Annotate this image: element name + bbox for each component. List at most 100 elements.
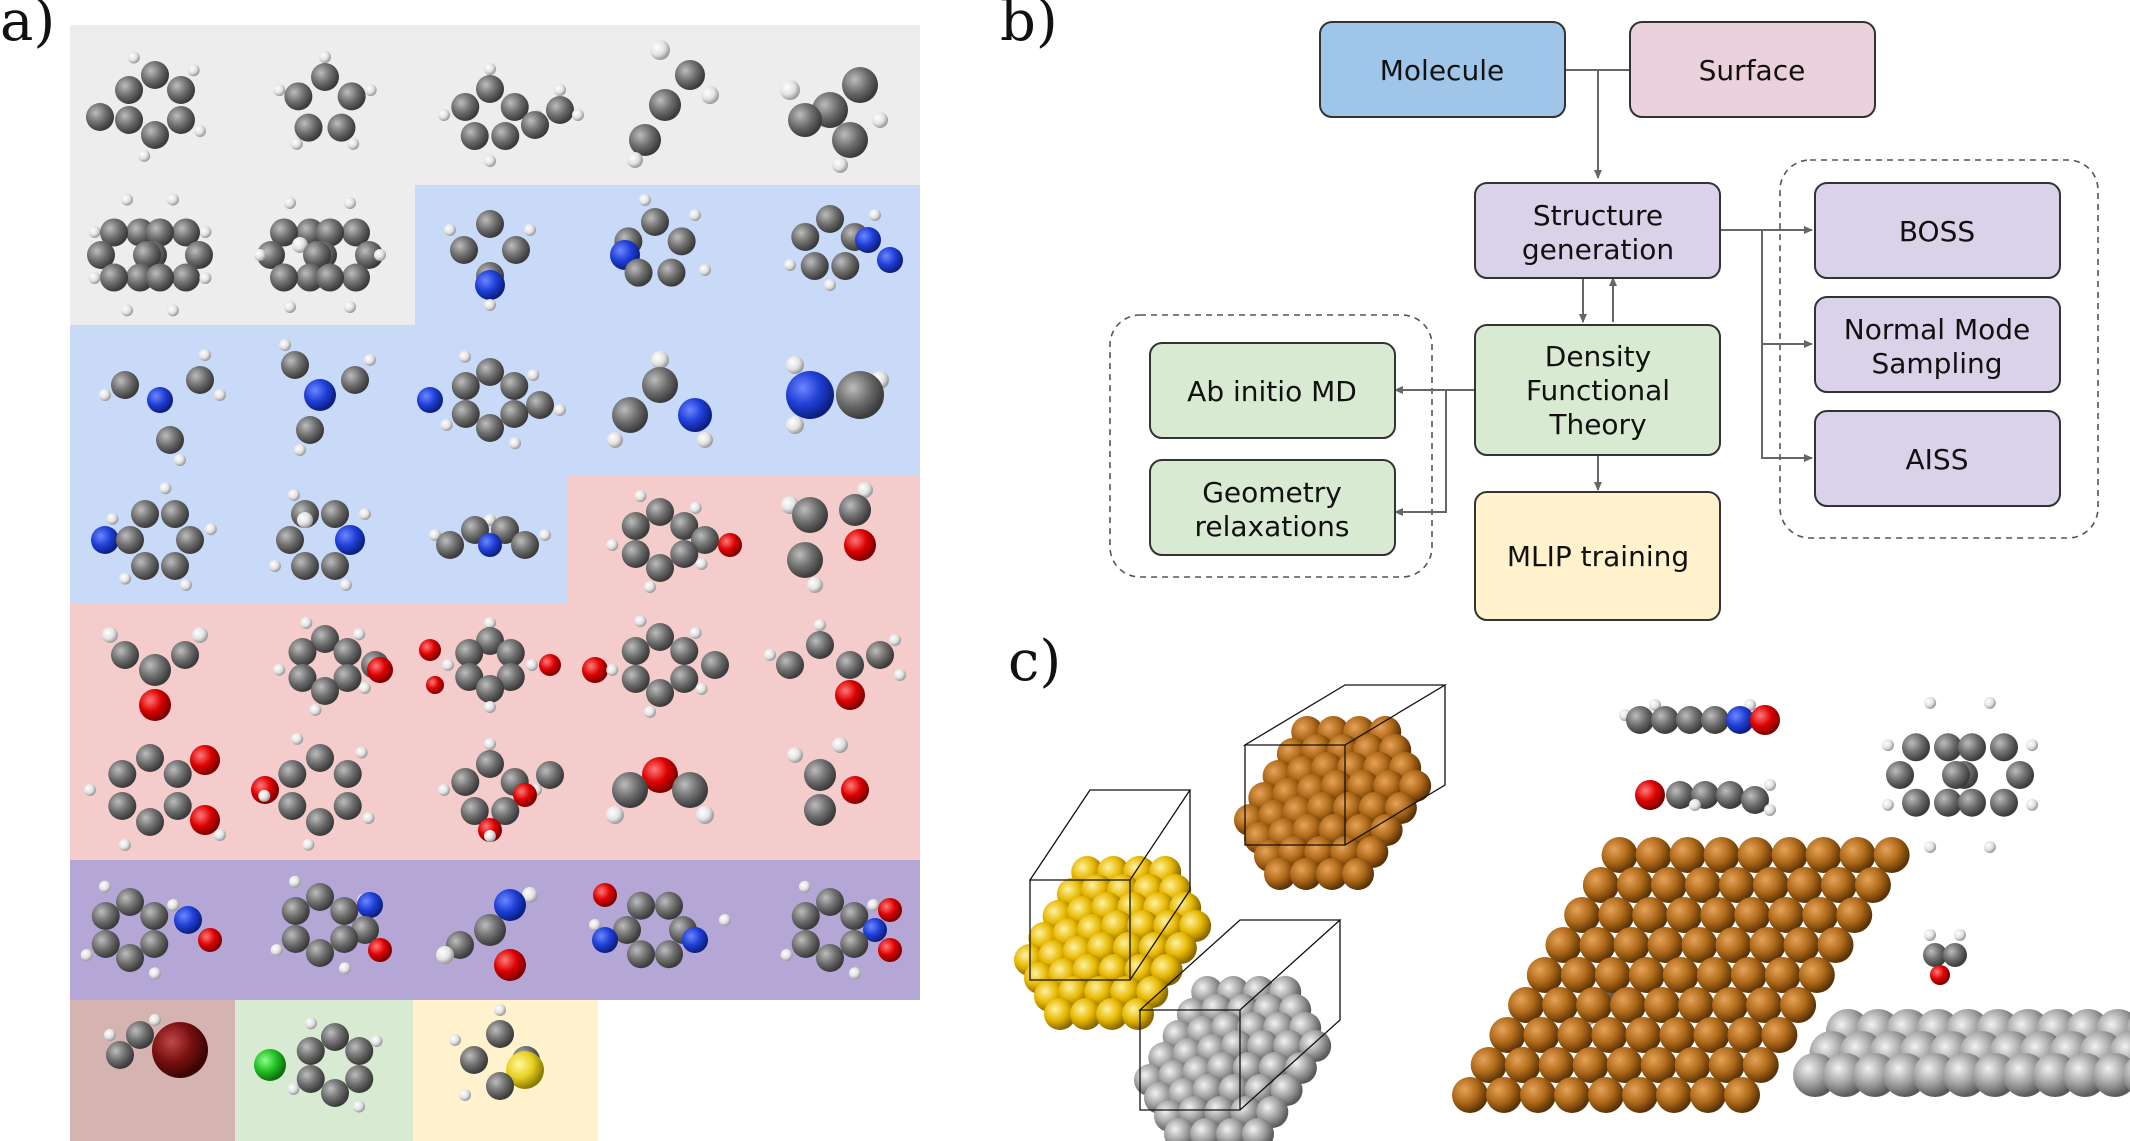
atom-c (345, 1037, 374, 1065)
copper-surface-atom (1678, 987, 1715, 1023)
gold-slab-atom (1122, 998, 1154, 1030)
atom-c (116, 888, 144, 916)
atom-h (627, 152, 643, 168)
atom-h (88, 271, 101, 284)
atom-c (832, 122, 868, 158)
atom-c (455, 663, 484, 691)
atom-c (321, 1079, 349, 1107)
silver-slab-atom (1190, 1118, 1222, 1141)
atom-n (786, 371, 834, 419)
node-dft-line1: Density (1545, 340, 1651, 373)
atom-c (839, 494, 871, 526)
node-surface-box (1629, 21, 1876, 118)
atom-c (816, 888, 844, 916)
atom-h (494, 1004, 506, 1016)
atom-c (171, 641, 199, 669)
node-boss[interactable]: BOSS (1814, 182, 2061, 279)
node-normal-mode-sampling[interactable]: Normal Mode Sampling (1814, 296, 2061, 393)
atom-c (91, 902, 120, 930)
atom-h (436, 946, 454, 964)
atom-h (294, 444, 306, 456)
atom-h (824, 279, 836, 291)
node-ab-initio-md-box (1149, 342, 1396, 439)
atom-c (311, 625, 339, 653)
atom-h (187, 64, 200, 77)
atom-n (417, 387, 443, 413)
atom-h (689, 501, 702, 514)
molecule-adsorbate-ag (1923, 929, 1967, 985)
node-aiss-box (1814, 410, 2061, 507)
copper-surface-atom (1572, 1047, 1609, 1083)
atom-h (764, 649, 776, 661)
copper-surface-atom (1839, 837, 1876, 873)
node-structure-generation[interactable]: Structure generation (1474, 182, 1721, 279)
atom-c (316, 263, 344, 292)
molecule-r6c3 (438, 738, 564, 842)
node-ab-initio-md-label: Ab initio MD (1187, 375, 1357, 408)
copper-surface-atom (1700, 897, 1737, 933)
node-geometry-relaxations-box (1149, 459, 1396, 556)
atom-c (355, 241, 383, 269)
atom-c (486, 1072, 514, 1100)
node-mlip-training[interactable]: MLIP training (1474, 491, 1721, 621)
atom-c (1923, 943, 1947, 967)
atom-c (476, 358, 504, 386)
copper-surface-atom (1640, 1047, 1677, 1083)
atom-c (792, 497, 828, 533)
silver-slab (1134, 976, 1332, 1141)
copper-surface-atom (1734, 897, 1771, 933)
atom-s (506, 1051, 544, 1089)
molecule-r8c1 (104, 1014, 208, 1078)
atom-h (696, 806, 714, 824)
node-ab-initio-md[interactable]: Ab initio MD (1149, 342, 1396, 439)
atom-c (126, 263, 154, 292)
atom-h (484, 738, 496, 750)
node-geometry-relaxations[interactable]: Geometry relaxations (1149, 459, 1396, 556)
molecule-r5c5 (764, 619, 906, 710)
copper-slab-atom (1290, 858, 1322, 890)
copper-surface-atom (1632, 897, 1669, 933)
node-aiss[interactable]: AISS (1814, 410, 2061, 507)
atom-c (108, 760, 137, 788)
atom-c (342, 263, 370, 292)
silver-slab-atom (1216, 1118, 1248, 1141)
copper-surface-atom (1606, 1047, 1643, 1083)
atom-c (800, 252, 829, 281)
atom-c (278, 760, 307, 788)
molecule-r8c3 (449, 1004, 544, 1101)
copper-surface-atom (1613, 927, 1650, 963)
atom-c (787, 542, 823, 578)
row-bg-blue-2 (70, 325, 920, 475)
atom-c (333, 638, 362, 666)
atom-c (1886, 761, 1914, 789)
silver-cell (1138, 919, 1342, 1111)
molecule-r1c4 (627, 40, 719, 168)
copper-surface-atom (1662, 957, 1699, 993)
atom-c (791, 222, 820, 251)
atom-h (1924, 841, 1937, 854)
atom-c (476, 627, 504, 655)
copper-surface-atom (1576, 987, 1613, 1023)
molecule-r8c2 (254, 1017, 383, 1113)
atom-c (836, 651, 864, 679)
atom-h (192, 627, 208, 643)
atom-c (646, 498, 674, 526)
panel-c: c) (1008, 629, 2130, 1141)
copper-surface-atom (1666, 897, 1703, 933)
atom-c (330, 925, 359, 953)
copper-surface-atom (1820, 867, 1857, 903)
molecule-r2c5 (784, 205, 903, 291)
atom-c (133, 241, 161, 269)
molecule-r3c4 (607, 351, 713, 448)
copper-surface-atom (1628, 957, 1665, 993)
node-molecule[interactable]: Molecule (1319, 21, 1566, 118)
atom-c (278, 792, 307, 820)
molecule-r2c3 (444, 210, 536, 311)
molecule-r3c5 (786, 356, 889, 434)
node-surface[interactable]: Surface (1629, 21, 1876, 118)
molecule-r4c3 (429, 514, 551, 559)
atom-c (337, 82, 366, 111)
node-molecule-box (1319, 21, 1566, 118)
atom-c (804, 759, 836, 791)
node-dft[interactable]: Density Functional Theory (1474, 324, 1721, 456)
